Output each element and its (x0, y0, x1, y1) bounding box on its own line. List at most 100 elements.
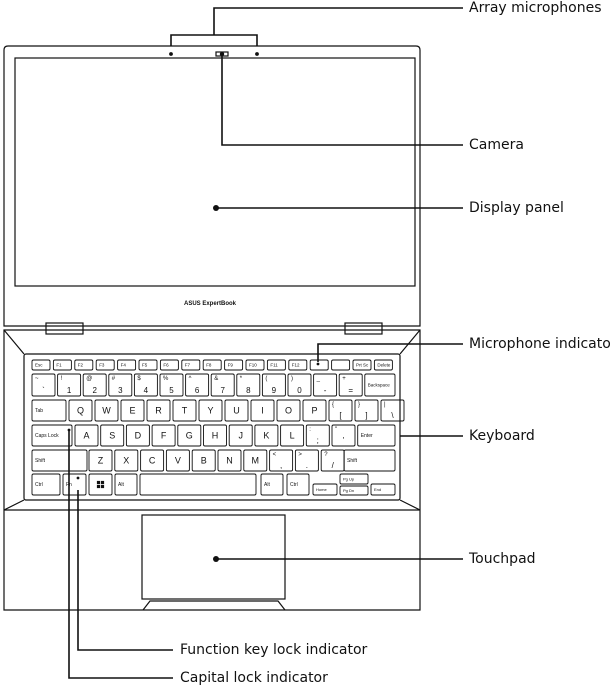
key-label: C (149, 456, 156, 466)
key-symbol: ; (317, 436, 319, 445)
label-camera: Camera (469, 137, 524, 153)
key-shift-symbol: $ (137, 376, 141, 382)
key-sym (269, 449, 294, 472)
mic-left-dot (169, 52, 173, 56)
key-f9 (224, 359, 244, 371)
key-symbol: . (306, 461, 308, 470)
hinge-right (344, 322, 383, 335)
key-f10 (245, 359, 265, 371)
key-label: Z (98, 456, 104, 466)
touchpad-area (141, 514, 286, 600)
key-label: Y (207, 406, 213, 416)
key-label: F10 (249, 363, 257, 368)
key-ctrl (31, 473, 61, 496)
key-shift-symbol: ) (291, 376, 293, 382)
key-label: Home (316, 487, 327, 492)
key-home (312, 483, 338, 496)
key-label: A (83, 431, 89, 441)
key-backspace (364, 373, 396, 397)
key-sym (31, 373, 56, 397)
key-fn (62, 473, 87, 496)
label-capital-lock-indicator: Capital lock indicator (180, 670, 328, 686)
key-f5 (138, 359, 158, 371)
label-array-microphones: Array microphones (469, 0, 602, 16)
key-c (140, 449, 165, 472)
key-0 (287, 373, 312, 397)
key-6 (185, 373, 210, 397)
key-sym (313, 373, 338, 397)
key-h (203, 424, 227, 447)
key-f4 (117, 359, 137, 371)
key-j (228, 424, 253, 447)
key-label: Ctrl (35, 482, 43, 488)
key-label: I (261, 406, 264, 416)
key-u (224, 399, 249, 422)
key-sym (328, 399, 353, 422)
key-label: Ctrl (290, 482, 298, 488)
key-label: B (201, 456, 207, 466)
key-r (146, 399, 171, 422)
key-shift-symbol: ~ (35, 376, 39, 382)
key-f8 (202, 359, 222, 371)
key-symbol: 7 (220, 386, 225, 395)
key-shift-symbol: ( (265, 376, 267, 382)
key-label: R (155, 406, 162, 416)
label-keyboard: Keyboard (469, 428, 535, 444)
key-shift-symbol: } (358, 402, 360, 408)
key-7 (210, 373, 235, 397)
key-symbol: / (332, 461, 335, 470)
key-symbol: 8 (246, 386, 251, 395)
key-shift-symbol: @ (86, 376, 92, 382)
windows-icon (96, 484, 101, 489)
key-l (280, 424, 305, 447)
key-shift-symbol: | (384, 402, 386, 408)
key-label: Tab (35, 408, 43, 414)
key-win (88, 473, 113, 496)
windows-icon (100, 484, 105, 489)
label-function-key-lock-indicator: Function key lock indicator (180, 642, 368, 658)
key-label: W (102, 406, 111, 416)
key-label: F4 (121, 363, 127, 368)
key-w (94, 399, 119, 422)
key-label: F6 (163, 363, 169, 368)
key-k (254, 424, 279, 447)
key-prt-sc (352, 359, 372, 371)
key-shift-symbol: % (163, 376, 169, 382)
key-n (217, 449, 242, 472)
key-e (120, 399, 145, 422)
key-enter (357, 424, 396, 447)
key-label: F3 (99, 363, 105, 368)
key-shift-symbol: " (335, 427, 337, 433)
key-label: Alt (118, 482, 124, 488)
key-symbol: , (280, 461, 282, 470)
mic-right-dot (255, 52, 259, 56)
key-label: Q (77, 406, 84, 416)
key-ctrl (286, 473, 310, 496)
key-label: D (135, 431, 142, 441)
key-z (88, 449, 113, 472)
key-sym (380, 399, 405, 422)
key-8 (236, 373, 261, 397)
key-sym (354, 399, 379, 422)
key-shift-symbol: ^ (189, 376, 192, 382)
key-label: U (233, 406, 240, 416)
key-5 (159, 373, 184, 397)
key-label: Shift (35, 458, 46, 464)
key-label: J (238, 431, 243, 441)
label-touchpad: Touchpad (469, 551, 536, 567)
key-symbol: [ (339, 411, 342, 420)
key-t (172, 399, 197, 422)
key-label: G (186, 431, 193, 441)
key-shift-symbol: < (273, 452, 277, 458)
hinge-left (45, 322, 84, 335)
key-a (74, 424, 99, 447)
key-symbol: = (348, 386, 353, 395)
key-sym (294, 449, 319, 472)
key-9 (261, 373, 286, 397)
key-f3 (95, 359, 115, 371)
key-symbol: 3 (118, 386, 123, 395)
key-shift-symbol: _ (316, 376, 321, 382)
key-f2 (74, 359, 94, 371)
key-shift (343, 449, 396, 472)
key-p (302, 399, 327, 422)
